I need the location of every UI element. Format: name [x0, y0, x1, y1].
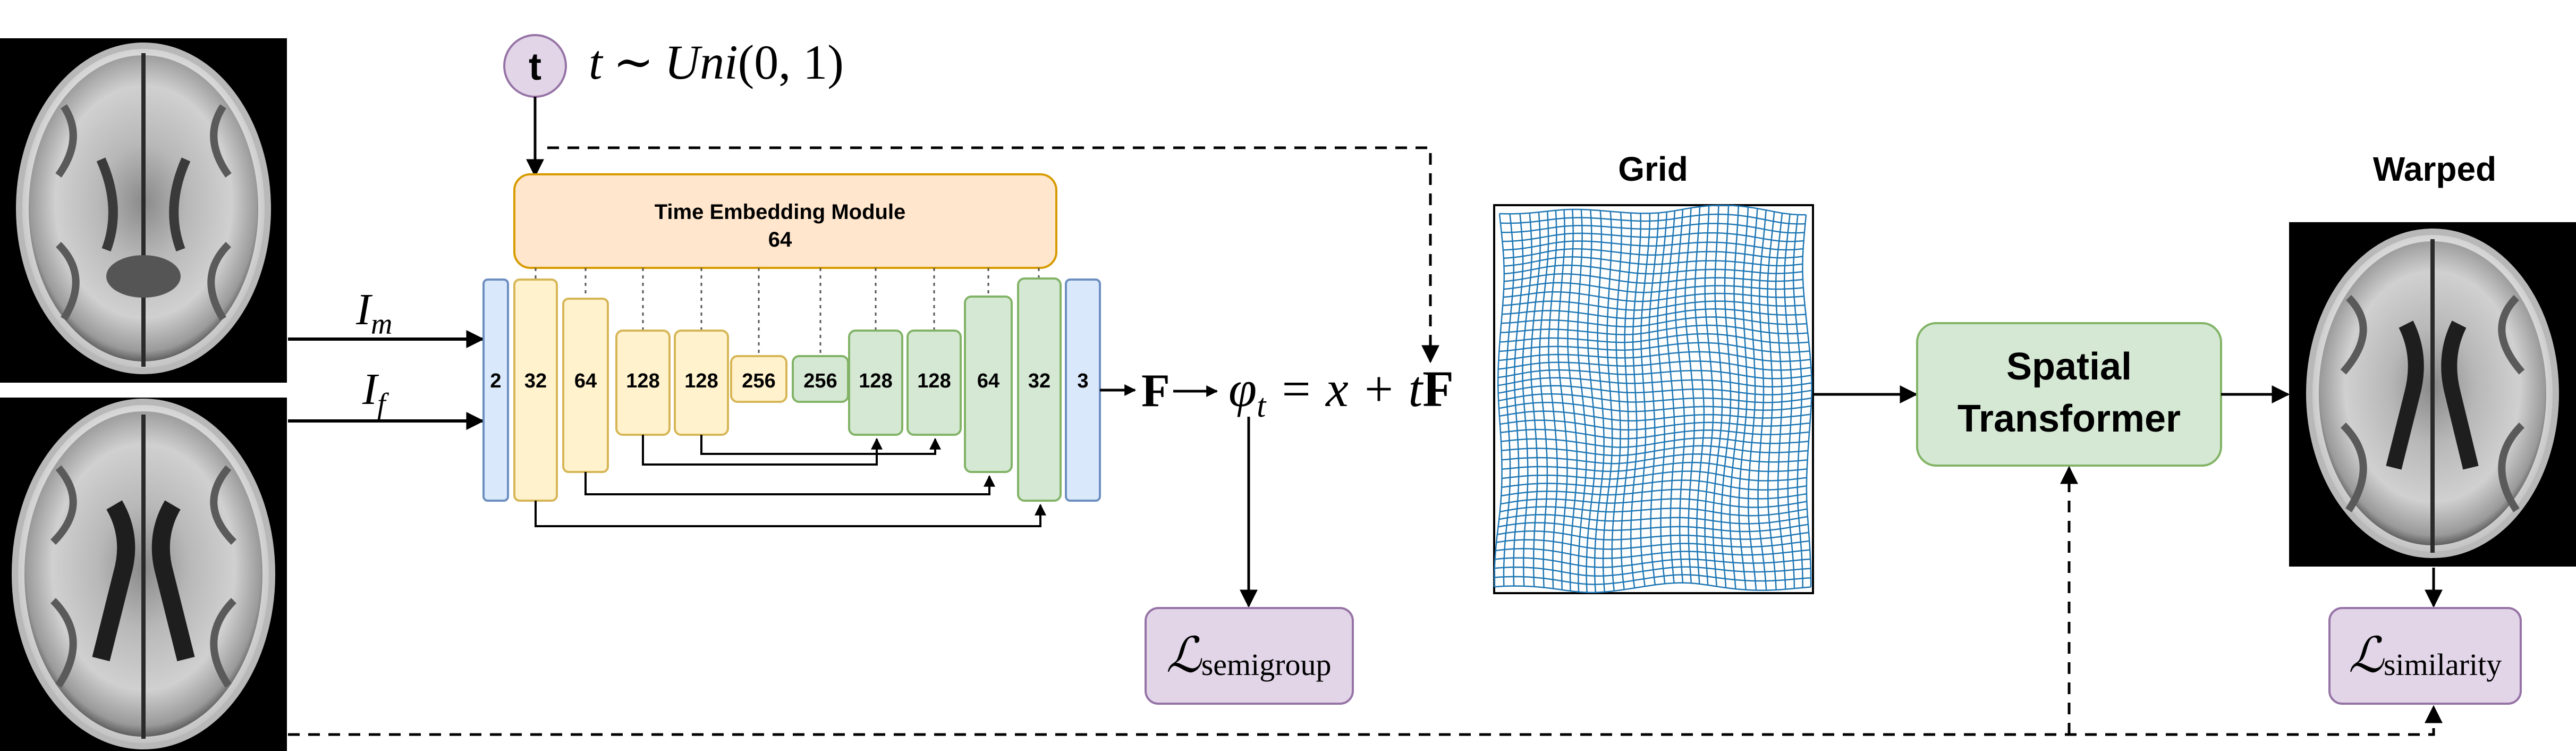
grid-line-horizontal — [1498, 385, 1812, 395]
grid-line-horizontal — [1501, 488, 1807, 500]
spatial-transformer-box — [1916, 322, 2222, 467]
svg-text:2: 2 — [490, 370, 501, 392]
time-embedding-module — [513, 173, 1057, 269]
t-node-label: t — [529, 46, 541, 88]
skip-connections — [535, 435, 1046, 527]
grid-line-horizontal — [1500, 324, 1808, 335]
unet-block: 256 — [730, 355, 787, 403]
unet-block: 32 — [1017, 277, 1062, 502]
grid-line-horizontal — [1501, 316, 1807, 327]
unet-block: 2 — [482, 279, 509, 502]
grid-line-horizontal — [1499, 342, 1810, 353]
fixed-to-similarity-dashed-arrow — [288, 705, 2443, 736]
embedding-connectors — [535, 268, 1040, 355]
grid-line-horizontal — [1496, 539, 1810, 550]
spatial-transformer-line1: Spatial — [2006, 345, 2132, 388]
svg-text:128: 128 — [626, 370, 659, 392]
warped-title: Warped — [2373, 150, 2496, 188]
svg-text:32: 32 — [1028, 370, 1050, 392]
grid-line-horizontal — [1498, 369, 1812, 379]
svg-text:64: 64 — [574, 370, 597, 392]
grid-line-horizontal — [1498, 351, 1811, 362]
grid-line-horizontal — [1498, 514, 1808, 525]
svg-text:128: 128 — [917, 370, 951, 392]
grid-line-horizontal — [1501, 223, 1804, 234]
grid-line-horizontal — [1495, 557, 1811, 568]
grid-line-horizontal — [1494, 566, 1811, 577]
grid-line-horizontal — [1498, 393, 1812, 403]
grid-line-horizontal — [1498, 360, 1811, 371]
similarity-loss-box — [2328, 607, 2522, 705]
grid-line-horizontal — [1494, 582, 1811, 593]
grid-line-horizontal — [1502, 453, 1808, 465]
flow-field-F: F — [1141, 365, 1170, 417]
svg-text:32: 32 — [524, 370, 547, 392]
grid-line-horizontal — [1501, 437, 1809, 448]
svg-text:128: 128 — [684, 370, 718, 392]
grid-line-horizontal — [1494, 574, 1811, 585]
grid-line-horizontal — [1500, 213, 1806, 225]
spatial-transformer-line2: Transformer — [1958, 398, 2181, 440]
grid-line-horizontal — [1503, 282, 1804, 293]
grid-line-horizontal — [1503, 300, 1805, 311]
fixed-brain-image — [0, 398, 287, 751]
unet-block: 128 — [848, 330, 903, 436]
phi-equation: φt = x + tF — [1228, 360, 1454, 424]
grid-line-horizontal — [1501, 479, 1807, 491]
unet-block: 64 — [964, 296, 1013, 473]
svg-text:64: 64 — [977, 370, 999, 392]
deformation-grid — [1493, 204, 1812, 593]
grid-line-horizontal — [1500, 498, 1807, 508]
time-embedding-dim: 64 — [768, 228, 792, 251]
grid-line-horizontal — [1498, 377, 1812, 387]
svg-text:256: 256 — [803, 370, 837, 392]
grid-line-horizontal — [1500, 428, 1810, 440]
grid-line-horizontal — [1499, 410, 1811, 421]
grid-line-horizontal — [1504, 256, 1803, 267]
unet-block: 64 — [562, 298, 609, 473]
grid-line-horizontal — [1502, 470, 1807, 482]
semigroup-loss-label: ℒsemigroup — [1166, 628, 1331, 682]
grid-line-horizontal — [1504, 264, 1803, 275]
grid-line-horizontal — [1503, 240, 1803, 251]
grid-line-horizontal — [1499, 419, 1810, 431]
unet-blocks: 2 32 64 128 128 256 256 128 — [482, 277, 1101, 502]
grid-line-horizontal — [1498, 522, 1809, 533]
unet-block: 32 — [513, 279, 558, 502]
svg-text:3: 3 — [1077, 370, 1088, 392]
grid-line-horizontal — [1501, 445, 1808, 457]
grid-line-horizontal — [1499, 506, 1808, 517]
t-distribution: t∼Uni(0, 1) — [589, 35, 844, 89]
grid-line-horizontal — [1499, 333, 1809, 344]
svg-text:128: 128 — [859, 370, 892, 392]
grid-line-horizontal — [1502, 461, 1807, 472]
grid-line-horizontal — [1503, 291, 1804, 302]
unet-block: 128 — [615, 330, 671, 436]
grid-line-horizontal — [1502, 232, 1804, 242]
unet-block: 3 — [1065, 279, 1101, 502]
moving-brain-image — [0, 38, 287, 383]
semigroup-loss-box — [1145, 607, 1354, 705]
grid-line-horizontal — [1504, 273, 1803, 284]
moving-image-label: Im — [355, 285, 392, 341]
fixed-image-label: If — [362, 365, 389, 420]
grid-line-horizontal — [1498, 401, 1811, 412]
t-to-phi-dashed-arrow — [547, 146, 1439, 364]
svg-text:256: 256 — [742, 370, 775, 392]
grid-title: Grid — [1618, 150, 1688, 188]
unet-block: 128 — [674, 330, 729, 436]
grid-line-horizontal — [1499, 204, 1806, 216]
grid-line-horizontal — [1502, 308, 1806, 319]
grid-line-horizontal — [1503, 248, 1803, 259]
grid-line-horizontal — [1497, 530, 1809, 541]
grid-line-horizontal — [1495, 548, 1810, 559]
unet-block: 256 — [792, 355, 849, 403]
unet-block: 128 — [906, 330, 962, 436]
time-embedding-title: Time Embedding Module — [655, 200, 906, 224]
similarity-loss-label: ℒsimilarity — [2349, 628, 2502, 682]
warped-brain-image — [2289, 222, 2576, 567]
